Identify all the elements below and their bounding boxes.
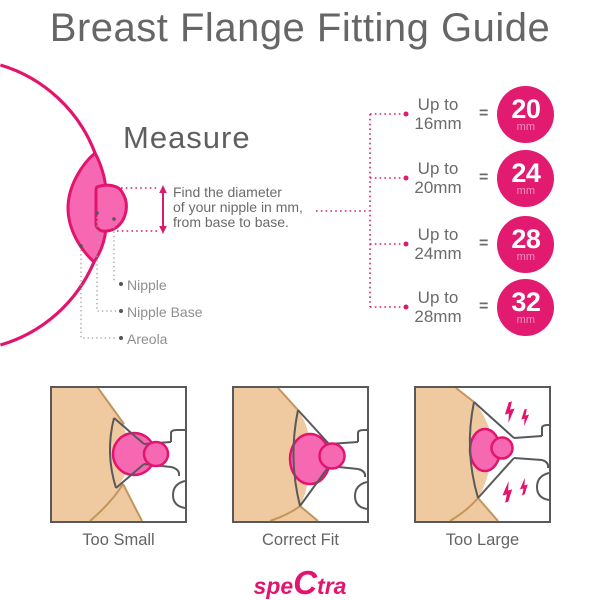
areola-label: Areola bbox=[127, 331, 168, 347]
nipple-shape bbox=[142, 440, 170, 468]
nipple-range: Up to 28mm bbox=[410, 288, 466, 326]
nipple-range: Up to 16mm bbox=[410, 95, 466, 133]
flange-size-unit: mm bbox=[516, 120, 535, 133]
instruction-line-2: of your nipple in mm, bbox=[173, 199, 303, 215]
nipple-range: Up to 20mm bbox=[410, 159, 466, 197]
too-small-label: Too Small bbox=[82, 531, 155, 549]
range-line-1: Up to bbox=[417, 288, 459, 307]
flange-size-badge: 32 mm bbox=[497, 278, 555, 336]
range-line-2: 16mm bbox=[414, 114, 462, 133]
range-line-2: 28mm bbox=[414, 307, 462, 326]
bracket-dot-1 bbox=[403, 111, 409, 117]
areola-label-bullet bbox=[119, 336, 123, 340]
nipple-shape bbox=[490, 436, 514, 460]
instruction-line-1: Find the diameter bbox=[173, 184, 282, 200]
correct-fit-label: Correct Fit bbox=[261, 531, 339, 549]
nipple-shape bbox=[318, 442, 346, 470]
nipple-base-label: Nipple Base bbox=[127, 304, 203, 320]
bracket-dot-2 bbox=[403, 175, 409, 181]
range-line-2: 20mm bbox=[414, 178, 462, 197]
equals-sign: = bbox=[479, 105, 489, 122]
bracket-dot-4 bbox=[403, 304, 409, 310]
bracket-dot-3 bbox=[403, 241, 409, 247]
instruction-line-3: from base to base. bbox=[173, 214, 289, 230]
nipple-base-dot bbox=[95, 211, 99, 215]
fit-panel-too-large bbox=[414, 386, 551, 523]
flange-size-badge: 24 mm bbox=[497, 149, 555, 207]
correct-fit-illustration bbox=[234, 387, 368, 522]
flange-size-value: 24 bbox=[511, 157, 541, 188]
measure-instruction: Find the diameter of your nipple in mm, … bbox=[173, 185, 303, 230]
too-large-illustration bbox=[416, 387, 550, 522]
flange-size-badge: 28 mm bbox=[497, 215, 555, 273]
nipple-base-label-bullet bbox=[119, 309, 123, 313]
flange-outline bbox=[292, 409, 368, 510]
breast-outline-bottom bbox=[0, 261, 96, 347]
measure-heading: Measure bbox=[123, 120, 251, 155]
measure-dotted-lines bbox=[117, 187, 157, 232]
range-line-1: Up to bbox=[417, 225, 459, 244]
label-leader-lines bbox=[80, 217, 117, 339]
too-small-illustration bbox=[52, 387, 186, 522]
breast-outline-top bbox=[0, 63, 97, 154]
nipple-label-bullet bbox=[119, 282, 123, 286]
nipple-dot bbox=[112, 217, 116, 221]
flange-outline bbox=[468, 401, 550, 501]
range-line-1: Up to bbox=[417, 159, 459, 178]
logo-part-2: C bbox=[293, 564, 318, 600]
too-large-label: Too Large bbox=[445, 531, 520, 549]
flange-size-unit: mm bbox=[516, 313, 535, 326]
nipple-label: Nipple bbox=[127, 277, 167, 293]
flange-size-value: 20 bbox=[511, 93, 541, 124]
areola-dot bbox=[79, 244, 83, 248]
pain-lightning-icons bbox=[502, 401, 530, 503]
equals-sign: = bbox=[479, 235, 489, 252]
size-row-28mm: Up to 24mm = 28 mm bbox=[410, 215, 555, 273]
measure-diagram bbox=[0, 63, 409, 347]
size-row-24mm: Up to 20mm = 24 mm bbox=[410, 149, 555, 207]
measure-arrow bbox=[159, 185, 167, 234]
fit-panel-too-small bbox=[50, 386, 187, 523]
page-title: Breast Flange Fitting Guide bbox=[49, 6, 551, 50]
nipple-shape bbox=[94, 183, 128, 233]
flange-size-value: 32 bbox=[511, 286, 541, 317]
fit-panel-correct-fit bbox=[232, 386, 369, 523]
range-line-2: 24mm bbox=[414, 244, 462, 263]
flange-size-badge: 20 mm bbox=[497, 85, 555, 143]
flange-size-unit: mm bbox=[516, 250, 535, 263]
range-line-1: Up to bbox=[417, 95, 459, 114]
flange-size-value: 28 bbox=[511, 223, 541, 254]
logo-part-1: spe bbox=[253, 573, 294, 599]
size-row-20mm: Up to 16mm = 20 mm bbox=[410, 85, 555, 143]
equals-sign: = bbox=[479, 169, 489, 186]
size-bracket bbox=[316, 113, 402, 308]
logo-part-3: tra bbox=[317, 573, 347, 599]
spectra-logo: speCtra bbox=[0, 564, 600, 600]
size-row-32mm: Up to 28mm = 32 mm bbox=[410, 278, 555, 336]
flange-size-unit: mm bbox=[516, 184, 535, 197]
nipple-range: Up to 24mm bbox=[410, 225, 466, 263]
equals-sign: = bbox=[479, 298, 489, 315]
